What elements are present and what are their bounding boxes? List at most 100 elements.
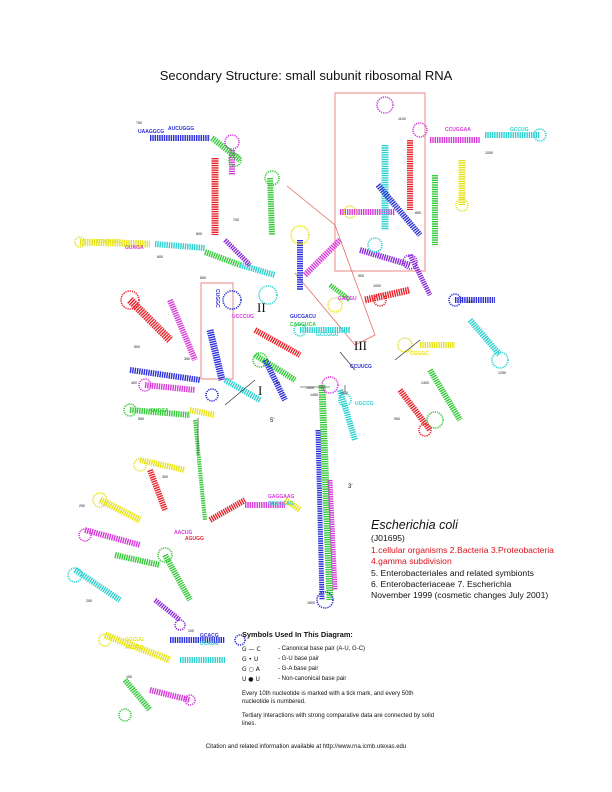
- helix: [315, 429, 325, 601]
- helix: [337, 389, 358, 441]
- hairpin-loop: [264, 170, 280, 186]
- helix: [328, 283, 352, 302]
- sequence-segment: UGCCG: [355, 401, 374, 407]
- hairpin-loop: [321, 376, 339, 394]
- lineage-red-1: 1.cellular organisms 2.Bacteria 3.Proteo…: [371, 544, 554, 555]
- three-prime-end: 3': [348, 484, 352, 490]
- helix: [193, 419, 207, 521]
- symbol-legend: Symbols Used In This Diagram: G — C - Ca…: [242, 630, 462, 728]
- helix: [206, 329, 226, 381]
- sequence-segment: GCCGGU: [316, 332, 339, 338]
- helix: [79, 238, 151, 248]
- domain-label-i: I: [258, 383, 262, 398]
- helix: [210, 135, 242, 163]
- hairpin-loop: [120, 290, 140, 310]
- hairpin-loop: [373, 293, 387, 307]
- helix: [144, 382, 196, 393]
- nucleotide-number: 600: [157, 255, 163, 259]
- legend-text: - G-A base pair: [278, 666, 319, 672]
- page-title: Secondary Structure: small subunit ribos…: [159, 68, 453, 83]
- sequence-segment: AACUG: [174, 530, 192, 536]
- hairpin-loop: [184, 694, 196, 706]
- hairpin-loop: [252, 352, 268, 368]
- helix: [318, 384, 334, 601]
- helix: [467, 318, 503, 357]
- helix: [129, 367, 201, 383]
- hairpin-loop: [338, 393, 352, 407]
- helix: [84, 527, 141, 548]
- helix-stems: [73, 132, 540, 712]
- sequence-segment: GGCUG: [125, 637, 144, 643]
- helix: [359, 247, 411, 268]
- sequence-segment: GCCUG: [510, 127, 529, 133]
- domain-label-ii: II: [257, 300, 266, 315]
- hairpin-loop: [258, 285, 278, 305]
- hairpin-loop: [133, 458, 147, 472]
- legend-heading: Symbols Used In This Diagram:: [242, 630, 353, 639]
- lineage-4: 6. Enterobacteriaceae 7. Escherichia: [371, 579, 512, 590]
- helix: [122, 678, 153, 712]
- nucleotide-number: 1000: [373, 284, 381, 288]
- box-upper-right: [334, 92, 426, 272]
- hairpin-loop: [316, 591, 334, 609]
- hairpin-loop: [118, 708, 132, 722]
- sequence-segment: GUGCA: [150, 408, 169, 414]
- helix: [114, 552, 161, 568]
- nucleotide-number: 50: [276, 381, 280, 385]
- nucleotide-number: 800: [196, 232, 202, 236]
- nucleotide-number: 1500: [307, 601, 315, 605]
- helix: [162, 553, 193, 602]
- domain-boxes: [200, 92, 426, 380]
- hairpin-loop: [402, 254, 418, 270]
- nucleotide-number: 350: [184, 357, 190, 361]
- domain-label-iii: III: [354, 338, 367, 353]
- nucleotide-numbers: 7501100105085070080060090012006501000125…: [79, 117, 506, 679]
- legend-row: G — C - Canonical base pair (A-U, G-C): [242, 644, 462, 654]
- nucleotide-number: 150: [126, 675, 132, 679]
- helix: [153, 598, 182, 622]
- legend-note-tertiary: Tertiary interactions with strong compar…: [242, 713, 435, 727]
- legend-note-numbering: Every 10th nucleotide is marked with a t…: [242, 691, 414, 705]
- helix: [223, 377, 262, 403]
- sequence-segment: GAGGAAG: [268, 494, 295, 500]
- legend-row: G • U - G-U base pair: [242, 654, 462, 664]
- legend-text: - G-U base pair: [278, 656, 320, 662]
- nucleotide-number: 1400: [306, 386, 314, 390]
- sequence-segment: GCACG: [200, 633, 219, 639]
- helix: [149, 687, 191, 703]
- sequence-segment: CGGGC: [410, 351, 429, 357]
- hairpin-loop: [412, 122, 428, 138]
- helix: [103, 631, 172, 664]
- hairpin-loop: [397, 337, 413, 353]
- hairpin-loop: [491, 351, 509, 369]
- species-name: Escherichia coli: [371, 518, 458, 532]
- tertiary-lines: [197, 339, 421, 455]
- sequence-segment: AGUGG: [185, 536, 204, 542]
- nucleotide-number: 700: [233, 218, 239, 222]
- helix: [407, 253, 433, 297]
- five-prime-end: 5': [270, 418, 274, 424]
- legend-symbol: G — C: [242, 645, 261, 653]
- nucleotide-number: 650: [200, 276, 206, 280]
- sequence-segment: UCAGG: [200, 641, 219, 647]
- helix: [129, 407, 191, 418]
- hairpin-loop: [92, 492, 108, 508]
- organism-info: Escherichia coli (J01695) 1.cellular org…: [371, 518, 554, 602]
- legend-symbol: G • U: [242, 655, 259, 663]
- helix: [167, 298, 198, 362]
- nucleotide-number: 1350: [340, 391, 348, 395]
- hairpin-loop: [228, 153, 242, 167]
- hairpin-loop: [98, 633, 112, 647]
- helix: [73, 567, 122, 603]
- sequence-segment: UCCCUG: [232, 314, 254, 320]
- helix: [267, 177, 275, 236]
- hairpin-loop: [74, 236, 86, 248]
- tertiary-line: [224, 379, 256, 406]
- sequence-segment: CUGGC: [214, 289, 220, 308]
- nucleotide-number: 900: [358, 274, 364, 278]
- hairpin-loop: [138, 378, 152, 392]
- sequence-segment: GACGU: [338, 296, 357, 302]
- nucleotide-number: 1300: [421, 381, 429, 385]
- box-connector: [286, 185, 376, 346]
- nucleotide-number: 300: [162, 475, 168, 479]
